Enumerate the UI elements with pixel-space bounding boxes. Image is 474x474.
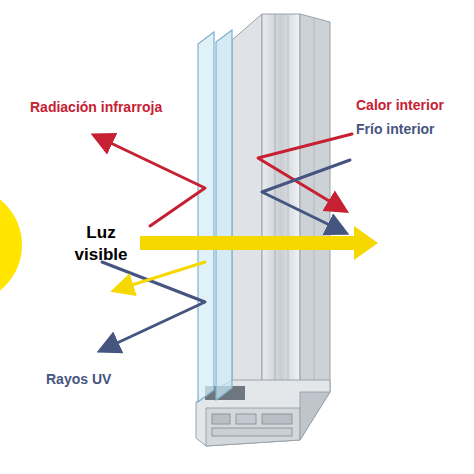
interior-heat-label: Calor interior bbox=[356, 96, 444, 114]
infrared-label: Radiación infrarroja bbox=[30, 98, 162, 116]
window-frame bbox=[196, 14, 330, 446]
sun bbox=[0, 187, 22, 303]
radiation-arrows bbox=[96, 134, 378, 350]
glass-panes bbox=[198, 30, 232, 402]
uv-label: Rayos UV bbox=[46, 370, 111, 388]
interior-cold-label: Frío interior bbox=[356, 120, 435, 138]
visible-light-label: Luz visible bbox=[66, 222, 136, 266]
